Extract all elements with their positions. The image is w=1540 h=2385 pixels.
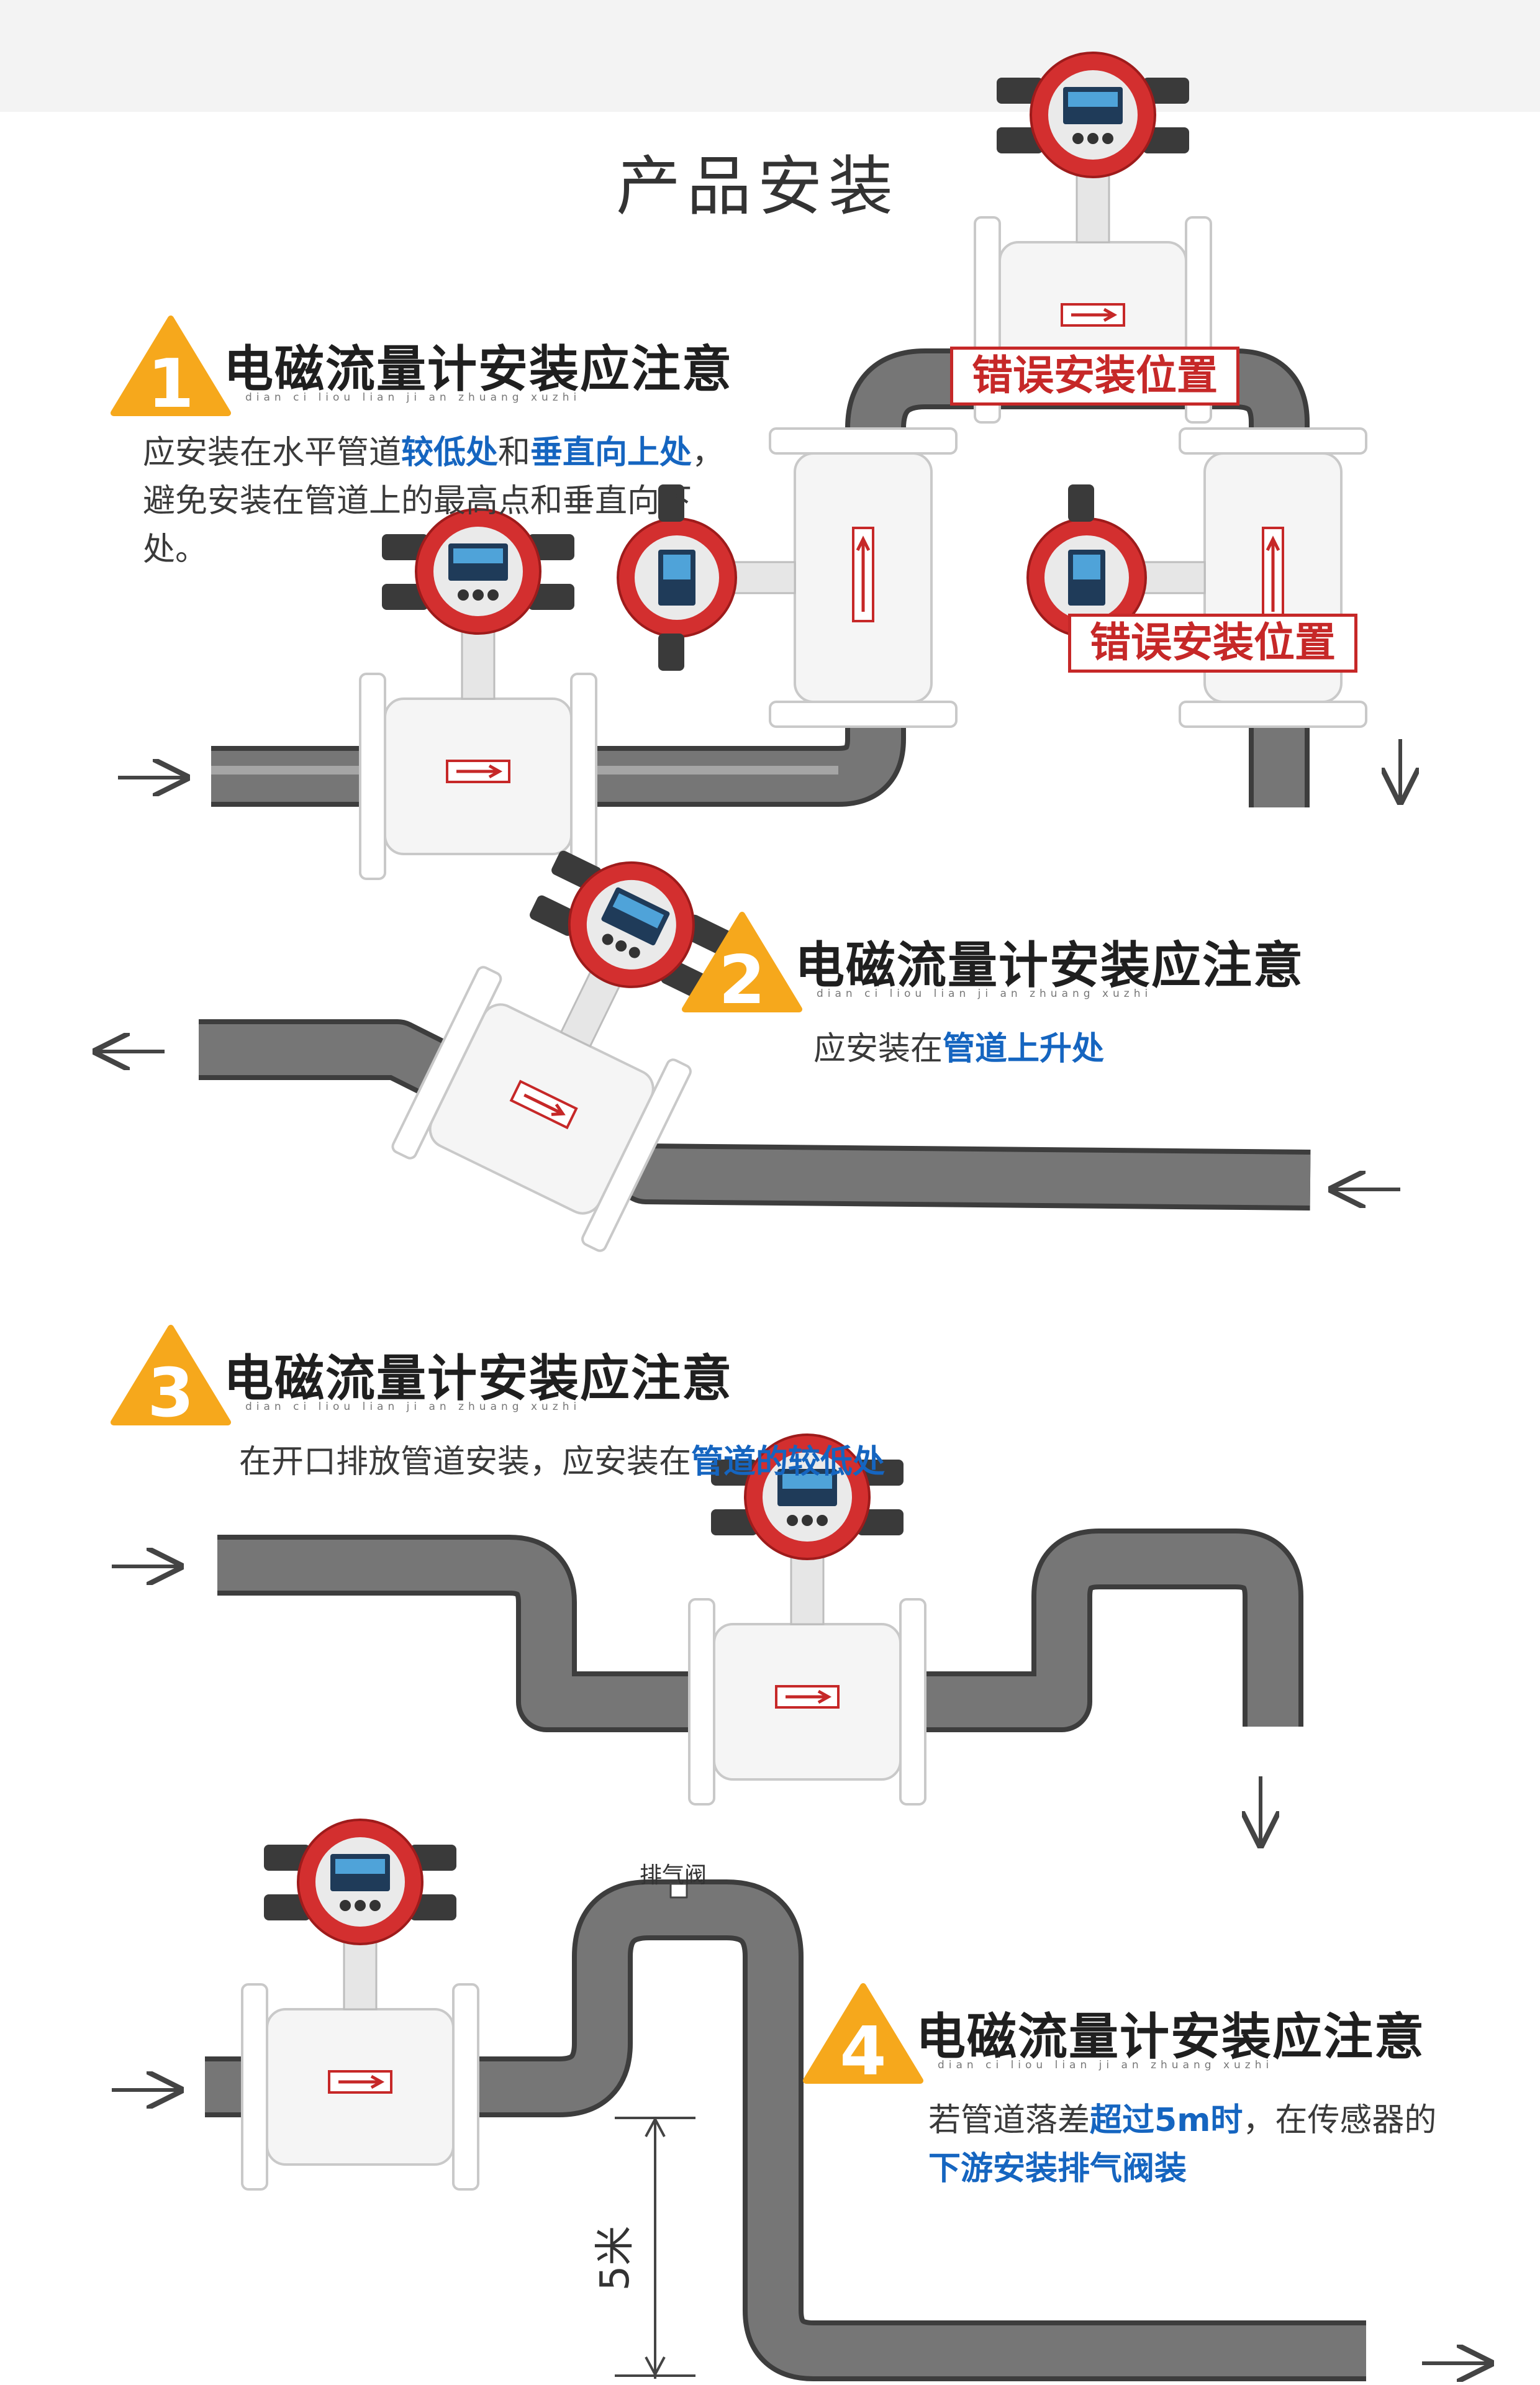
note-highlight: 管道上升处	[943, 1030, 1105, 1068]
section-number: 4	[840, 2013, 886, 2087]
flowmeter-4	[242, 1820, 478, 2189]
warning-triangle-icon: 3	[111, 1325, 231, 1429]
note-highlight: 超过5m时	[1090, 2102, 1243, 2139]
note-text: 和	[498, 434, 531, 471]
section-number: 3	[147, 1355, 194, 1429]
section-pinyin: dian ci liou lian ji an zhuang xuzhi	[245, 1401, 581, 1413]
warning-triangle-icon: 4	[803, 1983, 923, 2087]
flowmeter-1d	[1028, 429, 1366, 727]
note-text: 应安装在水平管道	[143, 434, 402, 471]
note-text: ，避免安装在管道上的最高点和垂直向下处。	[143, 434, 725, 568]
wrong-position-label: 错误安装位置	[1068, 614, 1357, 673]
height-dimension	[615, 2116, 695, 2379]
warning-triangle-icon: 2	[682, 912, 802, 1015]
section-heading: 电磁流量计安装应注意	[795, 937, 1304, 994]
note-text: ，在传感器的	[1243, 2102, 1437, 2139]
section-number: 1	[147, 345, 194, 419]
warning-triangle-icon: 1	[111, 316, 231, 419]
height-label: 5米	[592, 2225, 638, 2291]
note-text: 应安装在	[813, 1030, 943, 1068]
section-3-header: 3 电磁流量计安装应注意 dian ci liou lian ji an zhu…	[109, 1323, 854, 1447]
section-1-header: 1 电磁流量计安装应注意 dian ci liou lian ji an zhu…	[109, 314, 792, 438]
section-4-note: 若管道落差超过5m时，在传感器的下游安装排气阀装	[928, 2096, 1450, 2193]
section-3-note: 在开口排放管道安装，应安装在管道的较低处	[239, 1438, 1046, 1486]
section-4-header: 4 电磁流量计安装应注意 dian ci liou lian ji an zhu…	[801, 1981, 1540, 2106]
section-4-pipe	[205, 1873, 1366, 2381]
section-1-note: 应安装在水平管道较低处和垂直向上处，避免安装在管道上的最高点和垂直向下处。	[143, 429, 727, 574]
section-pinyin: dian ci liou lian ji an zhuang xuzhi	[245, 391, 581, 404]
note-highlight: 管道的较低处	[691, 1443, 886, 1481]
note-highlight: 较低处	[401, 434, 499, 471]
flow-arrows	[96, 739, 1490, 2363]
section-2-note: 应安装在管道上升处	[813, 1025, 1372, 1073]
note-text: 在开口排放管道安装，应安装在	[239, 1443, 692, 1481]
section-pinyin: dian ci liou lian ji an zhuang xuzhi	[938, 2059, 1274, 2071]
section-heading: 电磁流量计安装应注意	[224, 340, 733, 398]
section-3-pipe	[217, 1529, 1303, 1732]
note-highlight: 垂直向上处	[530, 434, 692, 471]
note-highlight: 下游安装排气阀装	[928, 2150, 1187, 2187]
note-text: 若管道落差	[928, 2102, 1090, 2139]
vent-valve-label: 排气阀	[640, 1863, 707, 1888]
top-band	[0, 0, 1540, 112]
section-2-header: 2 电磁流量计安装应注意 dian ci liou lian ji an zhu…	[680, 910, 1425, 1034]
section-pinyin: dian ci liou lian ji an zhuang xuzhi	[817, 988, 1153, 1000]
page-title: 产品安装	[615, 148, 899, 224]
section-heading: 电磁流量计安装应注意	[916, 2008, 1425, 2066]
section-heading: 电磁流量计安装应注意	[224, 1350, 733, 1407]
section-number: 2	[718, 942, 765, 1015]
flowmeter-3	[689, 1435, 925, 1804]
wrong-position-label: 错误安装位置	[950, 347, 1239, 406]
